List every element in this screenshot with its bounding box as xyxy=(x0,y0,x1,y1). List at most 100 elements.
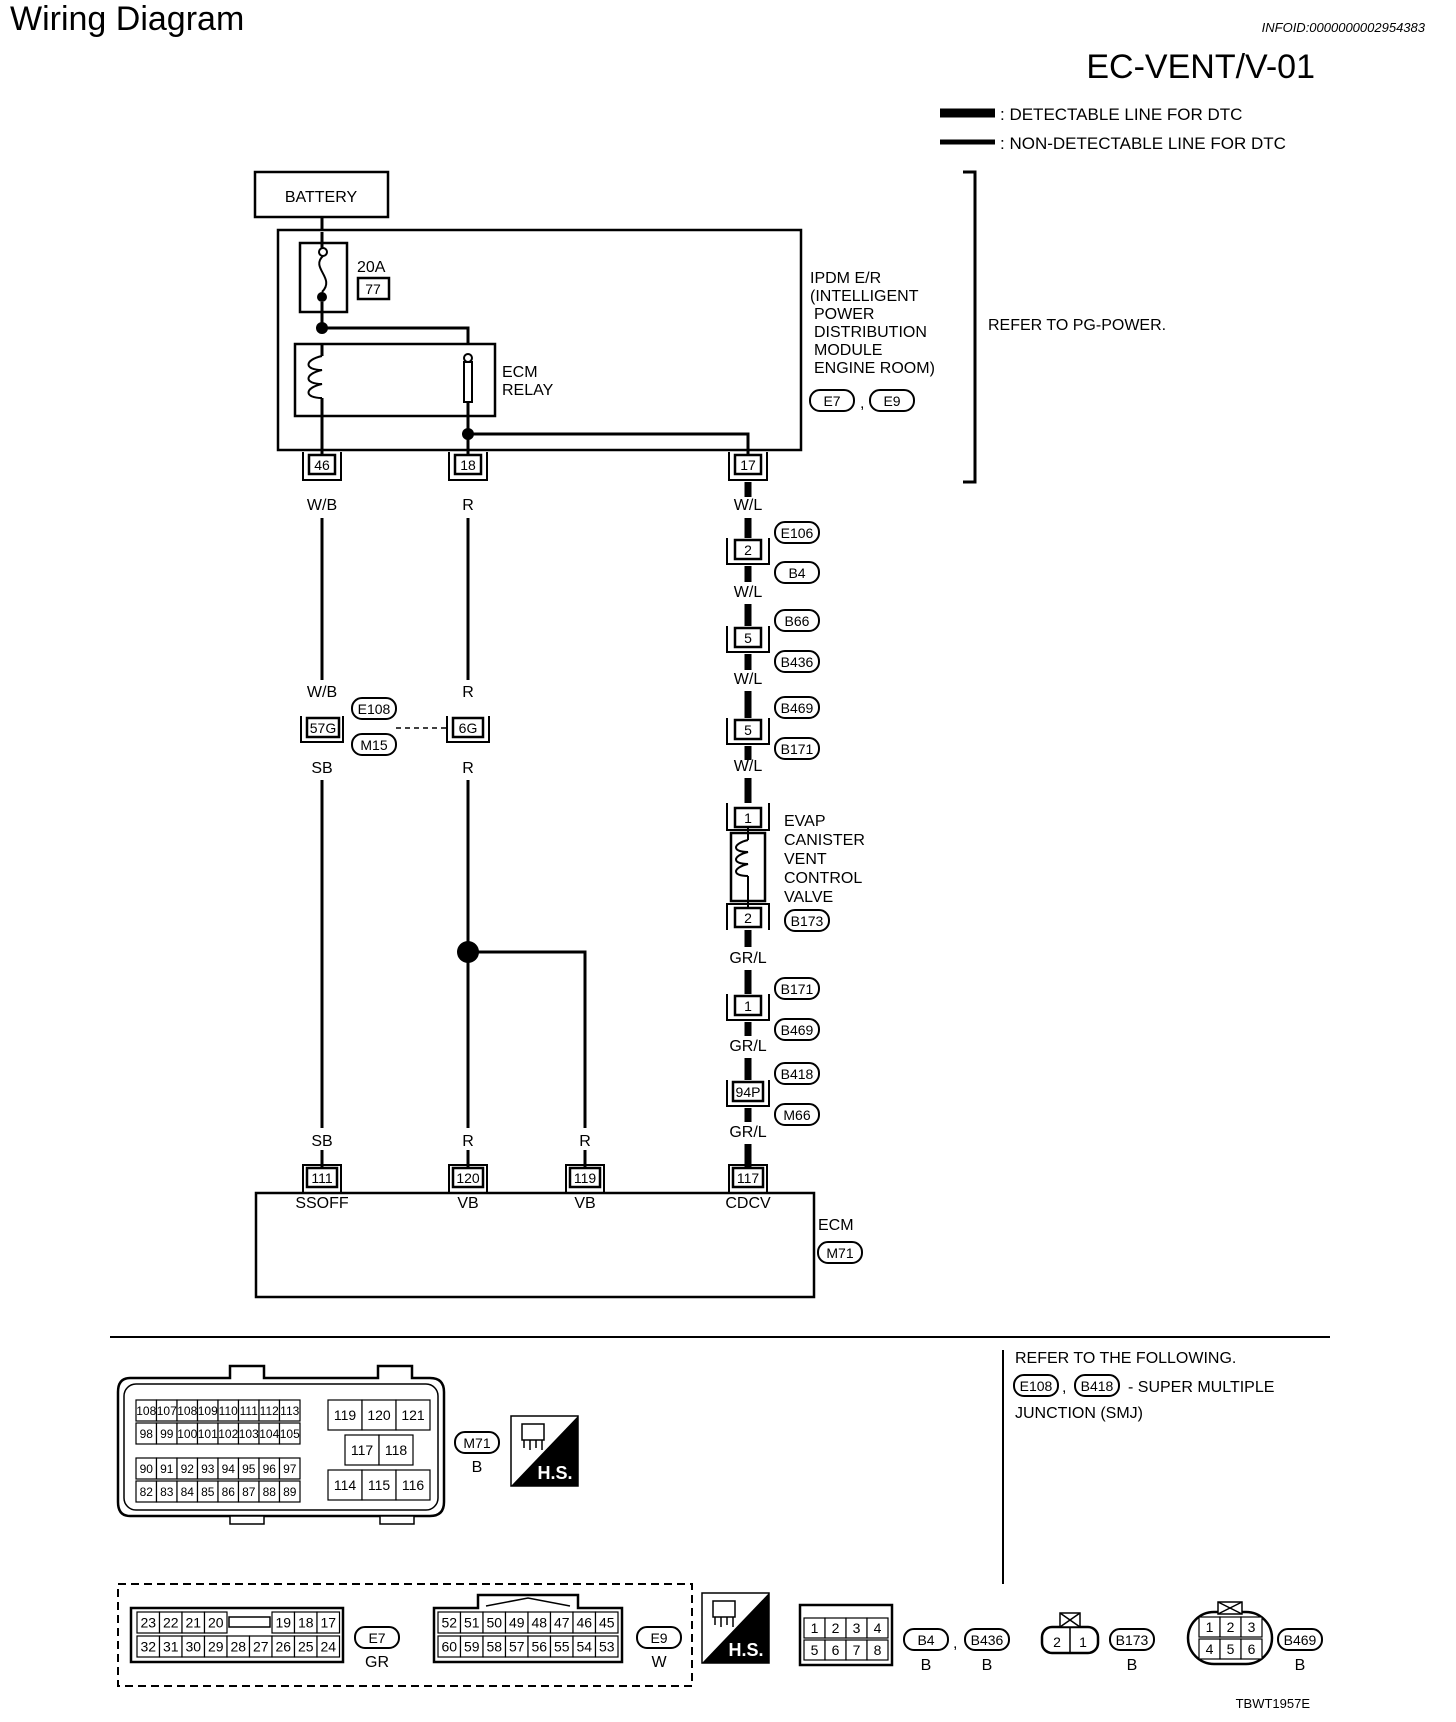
pin-number: 25 xyxy=(298,1639,314,1655)
pin-number: 102 xyxy=(218,1427,238,1441)
wire-color-label: R xyxy=(462,760,474,777)
pin-number: 120 xyxy=(367,1407,391,1423)
svg-text:57G: 57G xyxy=(310,720,336,736)
pin-number: 98 xyxy=(140,1427,154,1441)
pin-number: 5 xyxy=(1227,1641,1235,1657)
pin-number: 50 xyxy=(486,1615,502,1631)
pin-number: 29 xyxy=(208,1639,224,1655)
harness-side-icon: H.S. xyxy=(510,1415,579,1487)
wire-color-label: SB xyxy=(311,1133,332,1150)
pin-cell xyxy=(278,1399,301,1422)
pin-number: 89 xyxy=(283,1485,297,1499)
fuse-rating: 20A xyxy=(357,259,386,276)
pin-cell xyxy=(866,1639,889,1661)
connector-tag-b469 xyxy=(774,1018,820,1041)
evap-label-3: VENT xyxy=(784,851,827,868)
pin-number: 26 xyxy=(275,1639,291,1655)
connector-tag-text: B436 xyxy=(781,654,814,670)
pin-cell xyxy=(395,1399,431,1431)
connector-tag-b436 xyxy=(964,1628,1010,1651)
wire-color-label: R xyxy=(462,1133,474,1150)
pin-number: 55 xyxy=(554,1639,570,1655)
comma: , xyxy=(1062,1379,1066,1396)
svg-text:5: 5 xyxy=(744,722,752,738)
pin-number: 109 xyxy=(198,1404,218,1418)
splice-57g: 57G xyxy=(300,716,344,743)
pin-number: 101 xyxy=(198,1427,218,1441)
pin-number: 85 xyxy=(201,1485,215,1499)
connector-tag-e7-text: E7 xyxy=(823,393,840,409)
relay-coil-icon xyxy=(307,355,323,399)
wire-color-label: SB xyxy=(311,760,332,777)
pin-number: 90 xyxy=(140,1462,154,1476)
pin-number: 17 xyxy=(320,1615,336,1631)
legend: : DETECTABLE LINE FOR DTC : NON-DETECTAB… xyxy=(940,105,1286,153)
pin-cell xyxy=(594,1635,619,1658)
svg-text:1: 1 xyxy=(744,810,752,826)
evap-valve: 1 2 xyxy=(726,803,770,930)
ipdm-label-3: POWER xyxy=(814,306,874,323)
pin-number: 8 xyxy=(874,1642,882,1658)
connector-color: B xyxy=(472,1459,483,1476)
ecm-pin-120: 120 xyxy=(448,1164,488,1193)
refer-following: REFER TO THE FOLLOWING. xyxy=(1015,1350,1236,1367)
smj-text: - SUPER MULTIPLE xyxy=(1128,1379,1274,1396)
pin-cell xyxy=(203,1611,228,1634)
pin-number: 3 xyxy=(853,1620,861,1636)
svg-text:46: 46 xyxy=(314,457,330,473)
svg-text:119: 119 xyxy=(574,1170,597,1186)
pin-number: 5 xyxy=(811,1642,819,1658)
pin-cell xyxy=(361,1399,397,1431)
connector-tag-e108 xyxy=(1013,1374,1059,1397)
svg-text:94P: 94P xyxy=(736,1084,761,1100)
ecm-relay-box xyxy=(293,342,497,418)
evap-label-2: CANISTER xyxy=(784,832,865,849)
connector-tag-e108 xyxy=(351,697,397,720)
page-title: Wiring Diagram xyxy=(10,0,244,38)
pin-number: 82 xyxy=(140,1485,154,1499)
pin-number: 46 xyxy=(576,1615,592,1631)
splice-c3: 5 xyxy=(726,718,770,745)
wire-color-label: GR/L xyxy=(729,1038,766,1055)
svg-text:17: 17 xyxy=(740,457,756,473)
pin-number: 57 xyxy=(509,1639,525,1655)
pin-number: 95 xyxy=(242,1462,256,1476)
connector-group-outline xyxy=(117,1583,693,1687)
connector-tag-text: M71 xyxy=(463,1435,490,1451)
wire-color-label: GR/L xyxy=(729,950,766,967)
fuse-icon xyxy=(318,255,328,293)
connector-tag-text: B173 xyxy=(1116,1632,1149,1648)
wire-color-label: W/L xyxy=(734,584,763,601)
connector-tag-text: B4 xyxy=(788,565,805,581)
connector-tag-text: B171 xyxy=(781,981,814,997)
pin-number: 92 xyxy=(181,1462,195,1476)
connector-tag-text: B66 xyxy=(785,613,810,629)
pin-number: 1 xyxy=(811,1620,819,1636)
pin-number: 21 xyxy=(185,1615,201,1631)
pin-number: 52 xyxy=(441,1615,457,1631)
connector-color: B xyxy=(982,1657,993,1674)
ecm-label: ECM xyxy=(818,1217,854,1234)
pin-cell xyxy=(866,1617,889,1639)
pin-number: 4 xyxy=(1206,1641,1214,1657)
page-code: EC-VENT/V-01 xyxy=(1086,48,1315,86)
pin-number: 2 xyxy=(1227,1619,1235,1635)
pin-number: 53 xyxy=(599,1639,615,1655)
svg-text:120: 120 xyxy=(456,1170,480,1186)
svg-text:2: 2 xyxy=(1053,1634,1061,1650)
connector-tag-e7 xyxy=(354,1626,400,1649)
battery-label: BATTERY xyxy=(285,189,358,206)
harness-side-icon: H.S. xyxy=(701,1592,770,1664)
svg-text:111: 111 xyxy=(311,1170,332,1186)
connector-tag-text: B469 xyxy=(781,700,814,716)
pin-number: 112 xyxy=(260,1404,279,1418)
connector-tag-text: E108 xyxy=(1020,1378,1053,1394)
pin-number: 49 xyxy=(509,1615,525,1631)
fuse-terminal xyxy=(317,292,327,302)
pin-number: 118 xyxy=(385,1442,408,1458)
connector-tag-e108-text: E108 xyxy=(358,701,391,717)
connector-tag-text: B469 xyxy=(781,1022,814,1038)
svg-text:117: 117 xyxy=(737,1170,760,1186)
ecm-pin-119: 119 xyxy=(565,1164,605,1193)
